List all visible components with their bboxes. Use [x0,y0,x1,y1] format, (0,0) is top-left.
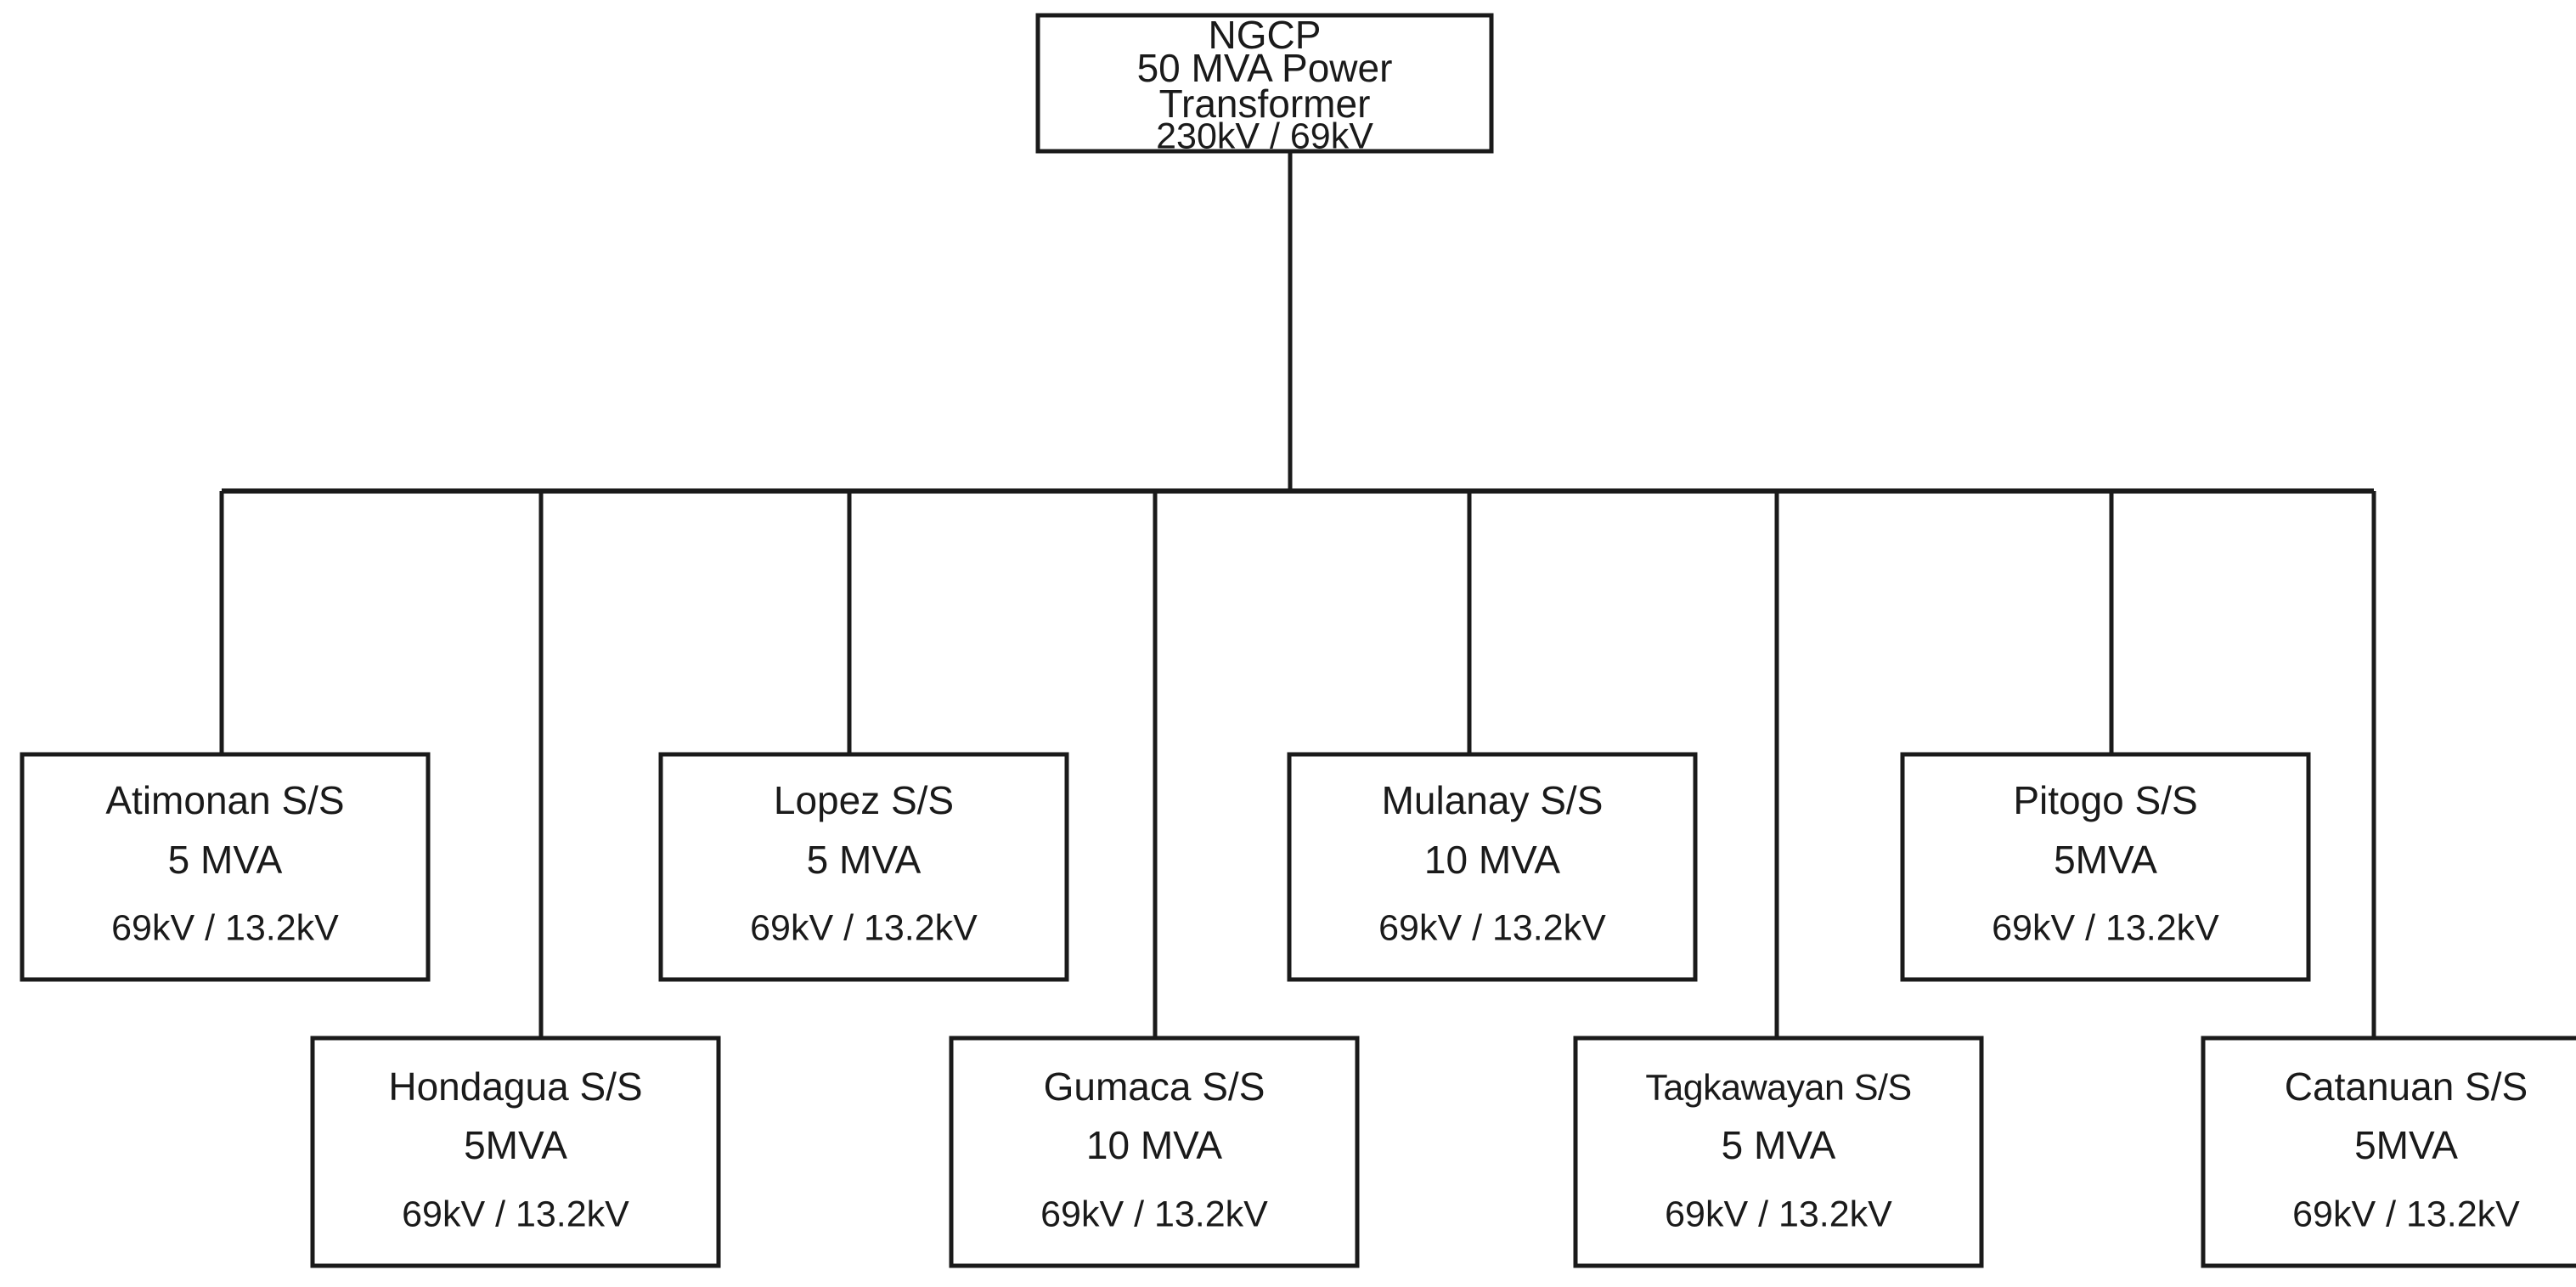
node-box-catanuan [2201,1036,2576,1268]
node-box-gumaca [949,1036,1360,1268]
tagkawayan-rating-label: 5 MVA [1722,1123,1836,1167]
hondagua-voltage-label: 69kV / 13.2kV [402,1194,629,1234]
mulanay-name-label: Mulanay S/S [1382,778,1604,822]
ngcp-voltage-label: 230kV / 69kV [1156,116,1373,156]
hondagua-rating-label: 5MVA [464,1123,567,1167]
catanuan-name-label: Catanuan S/S [2285,1064,2528,1109]
pitogo-rating-label: 5MVA [2054,838,2157,882]
pitogo-name-label: Pitogo S/S [2013,778,2197,822]
gumaca-rating-label: 10 MVA [1086,1123,1223,1167]
node-ngcp[interactable]: NGCP 50 MVA Power Transformer 230kV / 69… [1035,13,1494,156]
node-box-hondagua [310,1036,721,1268]
node-box-atimonan [20,752,431,982]
node-box-tagkawayan [1573,1036,1984,1268]
ngcp-rating-label: 50 MVA Power [1137,46,1393,90]
gumaca-name-label: Gumaca S/S [1044,1064,1265,1109]
node-pitogo[interactable]: Pitogo S/S 5MVA 69kV / 13.2kV [1900,752,2311,982]
tagkawayan-voltage-label: 69kV / 13.2kV [1665,1194,1892,1234]
node-gumaca[interactable]: Gumaca S/S 10 MVA 69kV / 13.2kV [949,1036,1360,1268]
atimonan-voltage-label: 69kV / 13.2kV [111,907,339,948]
node-tagkawayan[interactable]: Tagkawayan S/S 5 MVA 69kV / 13.2kV [1573,1036,1984,1268]
ngcp-equipment-label: Transformer [1159,82,1371,126]
lopez-voltage-label: 69kV / 13.2kV [750,907,978,948]
gumaca-voltage-label: 69kV / 13.2kV [1040,1194,1268,1234]
node-atimonan[interactable]: Atimonan S/S 5 MVA 69kV / 13.2kV [20,752,431,982]
ngcp-utility-label: NGCP [1209,13,1322,57]
lopez-rating-label: 5 MVA [807,838,922,882]
node-box-mulanay [1287,752,1698,982]
node-mulanay[interactable]: Mulanay S/S 10 MVA 69kV / 13.2kV [1287,752,1698,982]
node-hondagua[interactable]: Hondagua S/S 5MVA 69kV / 13.2kV [310,1036,721,1268]
lopez-name-label: Lopez S/S [774,778,954,822]
node-box-ngcp [1035,13,1494,154]
catanuan-rating-label: 5MVA [2354,1123,2458,1167]
atimonan-rating-label: 5 MVA [168,838,283,882]
atimonan-name-label: Atimonan S/S [105,778,344,822]
pitogo-voltage-label: 69kV / 13.2kV [1992,907,2219,948]
mulanay-rating-label: 10 MVA [1424,838,1561,882]
node-box-lopez [658,752,1069,982]
tagkawayan-name-label: Tagkawayan S/S [1645,1067,1911,1108]
node-catanuan[interactable]: Catanuan S/S 5MVA 69kV / 13.2kV [2201,1036,2576,1268]
mulanay-voltage-label: 69kV / 13.2kV [1378,907,1606,948]
node-box-pitogo [1900,752,2311,982]
hondagua-name-label: Hondagua S/S [388,1064,642,1109]
catanuan-voltage-label: 69kV / 13.2kV [2292,1194,2520,1234]
connector-group [219,151,2376,1038]
node-lopez[interactable]: Lopez S/S 5 MVA 69kV / 13.2kV [658,752,1069,982]
